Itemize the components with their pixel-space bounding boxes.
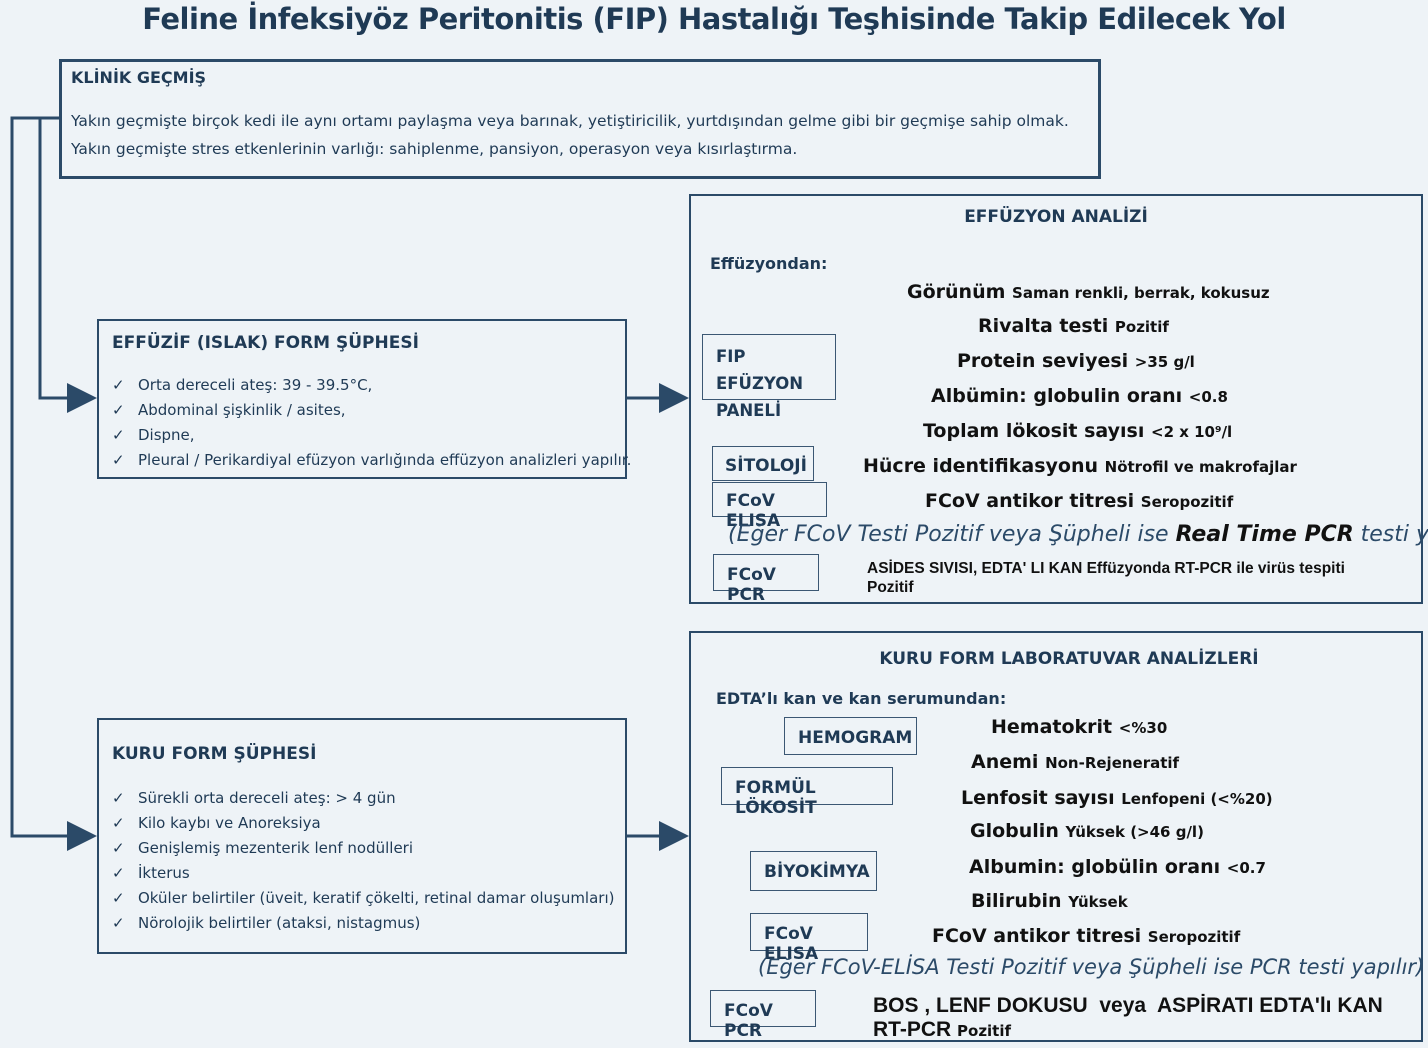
dry-lab-box <box>689 631 1423 1042</box>
check-icon: ✓ <box>112 451 125 469</box>
check-icon: ✓ <box>112 426 125 444</box>
effusion-elisa-box: FCoV ELISA <box>712 482 827 531</box>
list-item: ✓Pleural / Perikardiyal efüzyon varlığın… <box>112 448 631 473</box>
wet-form-box: EFFÜZİF (ISLAK) FORM ŞÜPHESİ ✓Orta derec… <box>97 319 631 479</box>
check-icon: ✓ <box>112 839 125 857</box>
list-item: ✓Nörolojik belirtiler (ataksi, nistagmus… <box>112 911 614 936</box>
list-item: ✓Abdominal şişkinlik / asites, <box>112 398 631 423</box>
history-line-2: Yakın geçmişte stres etkenlerinin varlığ… <box>71 140 798 158</box>
bilirubin-result: Bilirubin Yüksek <box>971 890 1128 912</box>
list-item: ✓Kilo kaybı ve Anoreksiya <box>112 811 614 836</box>
effusion-result-albumin-ratio: Albümin: globulin oranı <0.8 <box>931 385 1228 407</box>
dry-lab-source: EDTA’lı kan ve kan serumundan: <box>716 689 1007 708</box>
cytology-box: SİTOLOJİ <box>712 446 814 481</box>
dry-form-list: ✓Sürekli orta dereceli ateş: > 4 gün ✓Ki… <box>112 786 614 936</box>
check-icon: ✓ <box>112 814 125 832</box>
albumin-ratio-result: Albumin: globülin oranı <0.7 <box>969 856 1266 878</box>
effusion-result-leukocyte: Toplam lökosit sayısı <2 x 10⁹/l <box>923 420 1233 442</box>
effusion-heading: EFFÜZYON ANALİZİ <box>964 207 1148 227</box>
dry-lab-heading: KURU FORM LABORATUVAR ANALİZLERİ <box>879 649 1259 669</box>
dry-form-box: KURU FORM ŞÜPHESİ ✓Sürekli orta dereceli… <box>97 718 627 954</box>
list-item: ✓Sürekli orta dereceli ateş: > 4 gün <box>112 786 614 811</box>
hematocrit-result: Hematokrit <%30 <box>991 716 1168 738</box>
biochemistry-box: BİYOKİMYA <box>750 851 877 891</box>
wet-form-heading: EFFÜZİF (ISLAK) FORM ŞÜPHESİ <box>112 333 419 353</box>
check-icon: ✓ <box>112 376 125 394</box>
effusion-elisa-result: FCoV antikor titresi Seropozitif <box>925 490 1234 512</box>
dry-pcr-result: BOS , LENF DOKUSU veya ASPİRATI EDTA'lı … <box>873 994 1383 1041</box>
list-item: ✓Orta dereceli ateş: 39 - 39.5°C, <box>112 373 631 398</box>
check-icon: ✓ <box>112 401 125 419</box>
dry-elisa-box: FCoV ELISA <box>750 913 868 964</box>
check-icon: ✓ <box>112 889 125 907</box>
hemogram-box: HEMOGRAM <box>784 717 917 755</box>
history-line-1: Yakın geçmişte birçok kedi ile aynı orta… <box>71 112 1069 130</box>
dry-pcr-box: FCoV PCR <box>710 990 816 1041</box>
effusion-pcr-result: ASİDES SIVISI, EDTA' LI KAN Effüzyonda R… <box>867 560 1345 596</box>
list-item: ✓İkterus <box>112 861 614 886</box>
page-title: Feline İnfeksiyöz Peritonitis (FIP) Hast… <box>142 2 1286 36</box>
lymphocyte-result: Lenfosit sayısı Lenfopeni (<%20) <box>961 787 1273 809</box>
effusion-result-appearance: Görünüm Saman renkli, berrak, kokusuz <box>907 281 1270 303</box>
effusion-result-protein: Protein seviyesi >35 g/l <box>957 350 1195 372</box>
list-item: ✓Genişlemiş mezenterik lenf nodülleri <box>112 836 614 861</box>
effusion-source: Effüzyondan: <box>710 254 828 273</box>
anemia-result: Anemi Non-Rejeneratif <box>971 751 1180 773</box>
check-icon: ✓ <box>112 864 125 882</box>
formula-leukocyte-box: FORMÜL LÖKOSİT <box>721 767 893 818</box>
check-icon: ✓ <box>112 789 125 807</box>
fip-effusion-panel-box: FIP EFÜZYON PANELİ <box>702 334 836 420</box>
dry-pcr-note: (Eğer FCoV-ELİSA Testi Pozitif veya Şüph… <box>758 955 1425 979</box>
check-icon: ✓ <box>112 914 125 932</box>
cytology-result: Hücre identifikasyonu Nötrofil ve makrof… <box>863 455 1297 477</box>
dry-elisa-result: FCoV antikor titresi Seropozitif <box>932 925 1241 947</box>
effusion-pcr-note: (Eğer FCoV Testi Pozitif veya Şüpheli is… <box>728 522 1428 547</box>
list-item: ✓Oküler belirtiler (üveit, keratif çökel… <box>112 886 614 911</box>
history-box: KLİNİK GEÇMİŞ Yakın geçmişte birçok kedi… <box>59 59 1101 179</box>
wet-form-list: ✓Orta dereceli ateş: 39 - 39.5°C, ✓Abdom… <box>112 373 631 473</box>
effusion-pcr-box: FCoV PCR <box>713 554 819 605</box>
history-heading: KLİNİK GEÇMİŞ <box>71 68 207 87</box>
list-item: ✓Dispne, <box>112 423 631 448</box>
dry-form-heading: KURU FORM ŞÜPHESİ <box>112 744 317 764</box>
globulin-result: Globulin Yüksek (>46 g/l) <box>970 820 1204 842</box>
effusion-result-rivalta: Rivalta testi Pozitif <box>978 315 1169 337</box>
